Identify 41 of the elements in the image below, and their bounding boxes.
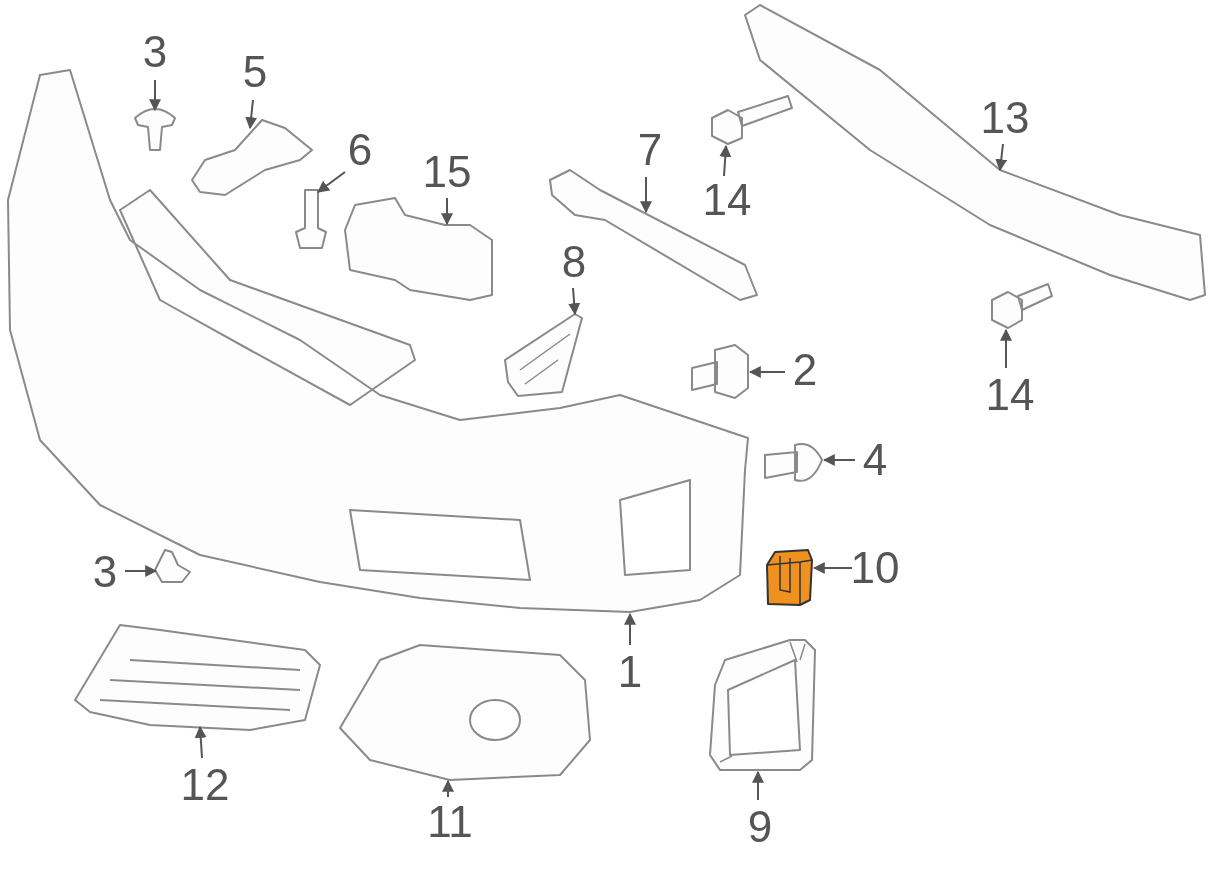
callout-number: 9 [747,804,773,850]
callout-number: 12 [180,762,230,808]
callout-number: 4 [862,437,888,483]
bolt [711,95,793,145]
leader-line [640,176,652,214]
bolt [991,283,1053,329]
callout-number: 6 [347,127,373,173]
leader-line [822,454,856,466]
callout-number: 14 [985,372,1035,418]
callout-number: 5 [242,49,268,95]
leader-line [624,612,636,646]
screw [764,443,823,482]
foam-pad [766,549,813,606]
callout-number: 8 [561,239,587,285]
leader-line [719,144,732,177]
leader-line [812,562,853,574]
leader-line [1000,328,1012,369]
leader-line [441,197,453,226]
leader-line [245,99,258,130]
grille [74,624,321,731]
callout-number: 3 [142,29,168,75]
callout-number: 7 [637,127,663,173]
leader-line [194,725,207,759]
callout-number: 15 [422,149,472,195]
lamp-cover [709,639,816,771]
callout-number: 10 [850,545,900,591]
leader-line [124,565,158,577]
callout-number: 14 [702,177,752,223]
grille [339,644,591,781]
leader-line [149,79,161,112]
callout-number: 1 [617,649,643,695]
callout-number: 3 [92,549,118,595]
callout-number: 11 [427,799,473,845]
leader-line [568,287,581,316]
callout-number: 2 [792,347,818,393]
leader-line [317,171,346,193]
leader-line [752,770,764,801]
leader-line [995,143,1008,172]
leader-line [442,779,454,798]
callout-number: 13 [980,95,1030,141]
leader-line [748,366,786,378]
